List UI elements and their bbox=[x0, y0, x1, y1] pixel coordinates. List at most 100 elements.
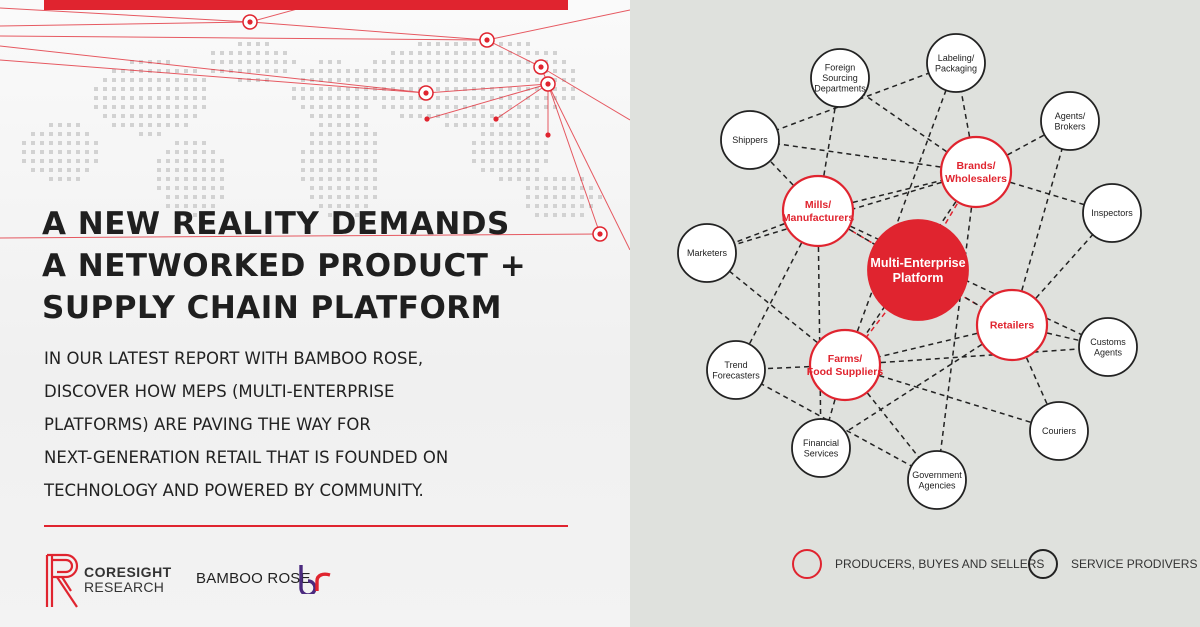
node-circle bbox=[867, 219, 969, 321]
map-dot bbox=[220, 51, 224, 55]
node-label: Inspectors bbox=[1091, 208, 1133, 218]
map-dot bbox=[526, 168, 530, 172]
map-dot bbox=[319, 177, 323, 181]
route-line bbox=[0, 35, 488, 41]
map-dot bbox=[427, 42, 431, 46]
map-dot bbox=[436, 60, 440, 64]
map-dot bbox=[220, 159, 224, 163]
map-dot bbox=[337, 96, 341, 100]
map-dot bbox=[571, 78, 575, 82]
map-dot bbox=[355, 195, 359, 199]
map-dot bbox=[526, 195, 530, 199]
map-dot bbox=[175, 186, 179, 190]
map-dot bbox=[157, 87, 161, 91]
route-line bbox=[249, 21, 488, 41]
map-dot bbox=[364, 186, 368, 190]
map-dot bbox=[328, 159, 332, 163]
node-retailers[interactable]: Retailers bbox=[975, 288, 1049, 362]
map-dot bbox=[490, 159, 494, 163]
map-dot bbox=[346, 87, 350, 91]
map-dot bbox=[112, 69, 116, 73]
node-couriers[interactable]: Couriers bbox=[1029, 401, 1089, 461]
map-dot bbox=[535, 96, 539, 100]
map-dot bbox=[391, 60, 395, 64]
map-dot bbox=[526, 114, 530, 118]
map-dot bbox=[193, 78, 197, 82]
map-dot bbox=[121, 105, 125, 109]
map-dot bbox=[526, 69, 530, 73]
node-shippers[interactable]: Shippers bbox=[720, 110, 780, 170]
map-dot bbox=[67, 141, 71, 145]
map-dot bbox=[337, 159, 341, 163]
map-dot bbox=[562, 87, 566, 91]
headline: A NEW REALITY DEMANDS A NETWORKED PRODUC… bbox=[42, 203, 602, 329]
map-dot bbox=[499, 51, 503, 55]
coresight-logo[interactable]: CORESIGHT RESEARCH bbox=[44, 553, 204, 609]
edge-retailers-financial bbox=[820, 324, 1013, 449]
map-dot bbox=[148, 123, 152, 127]
map-dot bbox=[508, 69, 512, 73]
map-dot bbox=[328, 78, 332, 82]
node-agents[interactable]: Agents/Brokers bbox=[1040, 91, 1100, 151]
bamboo-rose-logo[interactable]: BAMBOO ROSE bbox=[196, 560, 336, 600]
map-dot bbox=[112, 96, 116, 100]
map-dot bbox=[139, 105, 143, 109]
map-dot bbox=[112, 78, 116, 82]
node-brands[interactable]: Brands/Wholesalers bbox=[939, 135, 1013, 209]
map-dot bbox=[481, 105, 485, 109]
node-label: Manufacturers bbox=[782, 212, 855, 224]
map-dot bbox=[166, 105, 170, 109]
node-label: Packaging bbox=[935, 63, 977, 73]
route-line bbox=[425, 83, 549, 94]
map-dot bbox=[409, 51, 413, 55]
map-dot bbox=[526, 51, 530, 55]
node-circle bbox=[907, 450, 967, 510]
node-labeling[interactable]: Labeling/Packaging bbox=[926, 33, 986, 93]
map-dot bbox=[355, 132, 359, 136]
node-mills[interactable]: Mills/Manufacturers bbox=[782, 174, 855, 248]
map-dot bbox=[481, 150, 485, 154]
map-dot bbox=[355, 96, 359, 100]
map-dot bbox=[31, 132, 35, 136]
map-dot bbox=[535, 114, 539, 118]
map-dot bbox=[85, 168, 89, 172]
map-dot bbox=[598, 195, 602, 199]
map-dot bbox=[211, 195, 215, 199]
map-dot bbox=[364, 123, 368, 127]
map-dot bbox=[535, 150, 539, 154]
divider bbox=[44, 525, 568, 527]
map-dot bbox=[220, 69, 224, 73]
map-dot bbox=[346, 96, 350, 100]
map-dot bbox=[535, 159, 539, 163]
route-line bbox=[0, 45, 427, 94]
map-dot bbox=[157, 132, 161, 136]
map-dot bbox=[301, 105, 305, 109]
map-dot bbox=[337, 150, 341, 154]
map-dot bbox=[499, 150, 503, 154]
map-dot bbox=[454, 69, 458, 73]
map-dot bbox=[400, 69, 404, 73]
map-dot bbox=[175, 159, 179, 163]
edge-brands-government bbox=[936, 171, 977, 481]
node-inspectors[interactable]: Inspectors bbox=[1082, 183, 1142, 243]
map-dot bbox=[139, 114, 143, 118]
node-farms[interactable]: Farms/Food Suppliers bbox=[807, 328, 884, 402]
map-dot bbox=[148, 132, 152, 136]
map-dot bbox=[184, 168, 188, 172]
node-marketers[interactable]: Marketers bbox=[677, 223, 737, 283]
node-label: Agents/ bbox=[1055, 111, 1086, 121]
map-dot bbox=[355, 177, 359, 181]
map-dot bbox=[310, 114, 314, 118]
map-dot bbox=[319, 168, 323, 172]
map-dot bbox=[31, 159, 35, 163]
map-dot bbox=[562, 60, 566, 64]
map-dot bbox=[499, 132, 503, 136]
coresight-wordmark-line: RESEARCH bbox=[84, 579, 165, 595]
map-dot bbox=[553, 60, 557, 64]
